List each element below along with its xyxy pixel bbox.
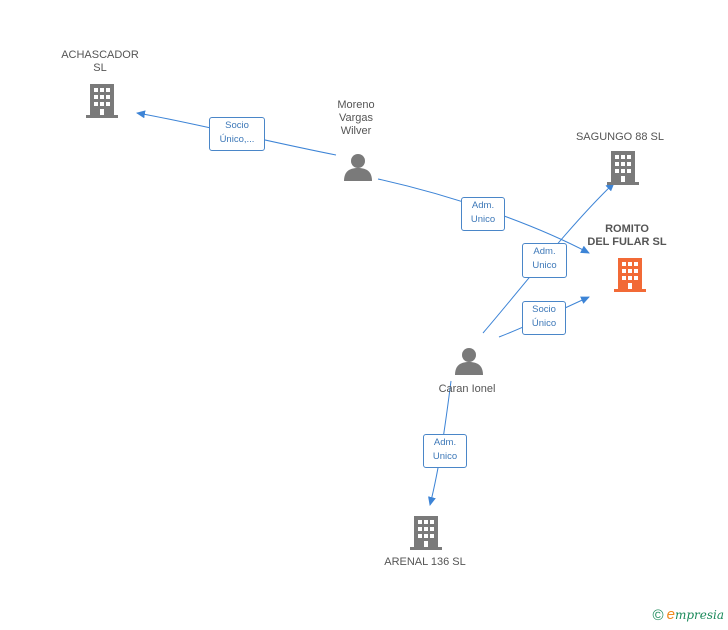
moreno-person-icon[interactable] <box>344 154 372 181</box>
edge-label-moreno-romito: Adm. Unico <box>461 197 505 231</box>
edge-label-caran-sagungo: Adm. Unico <box>522 243 567 278</box>
arenal-building-icon[interactable] <box>410 516 442 550</box>
edge-label-caran-romito: Socio Único <box>522 301 566 335</box>
node-label-caran[interactable]: Caran Ionel <box>438 383 496 395</box>
node-label-romito[interactable]: ROMITO DEL FULAR SL <box>587 223 667 248</box>
node-label-sagungo[interactable]: SAGUNGO 88 SL <box>575 131 665 143</box>
edge-label-moreno-achascador: Socio Único,... <box>209 117 265 151</box>
romito-building-icon[interactable] <box>614 258 646 292</box>
edge-label-caran-arenal: Adm. Unico <box>423 434 467 468</box>
footer-brand[interactable]: ©empresia <box>653 606 724 624</box>
copyright-icon: © <box>652 607 664 624</box>
brand-initial: e <box>666 605 675 623</box>
achascador-building-icon[interactable] <box>86 84 118 118</box>
sagungo-building-icon[interactable] <box>607 151 639 185</box>
node-label-achascador[interactable]: ACHASCADOR SL <box>61 49 139 74</box>
brand-name: mpresia <box>674 607 724 622</box>
node-label-moreno[interactable]: Moreno Vargas Wilver <box>337 99 375 137</box>
caran-person-icon[interactable] <box>455 348 483 375</box>
node-label-arenal[interactable]: ARENAL 136 SL <box>384 556 466 568</box>
